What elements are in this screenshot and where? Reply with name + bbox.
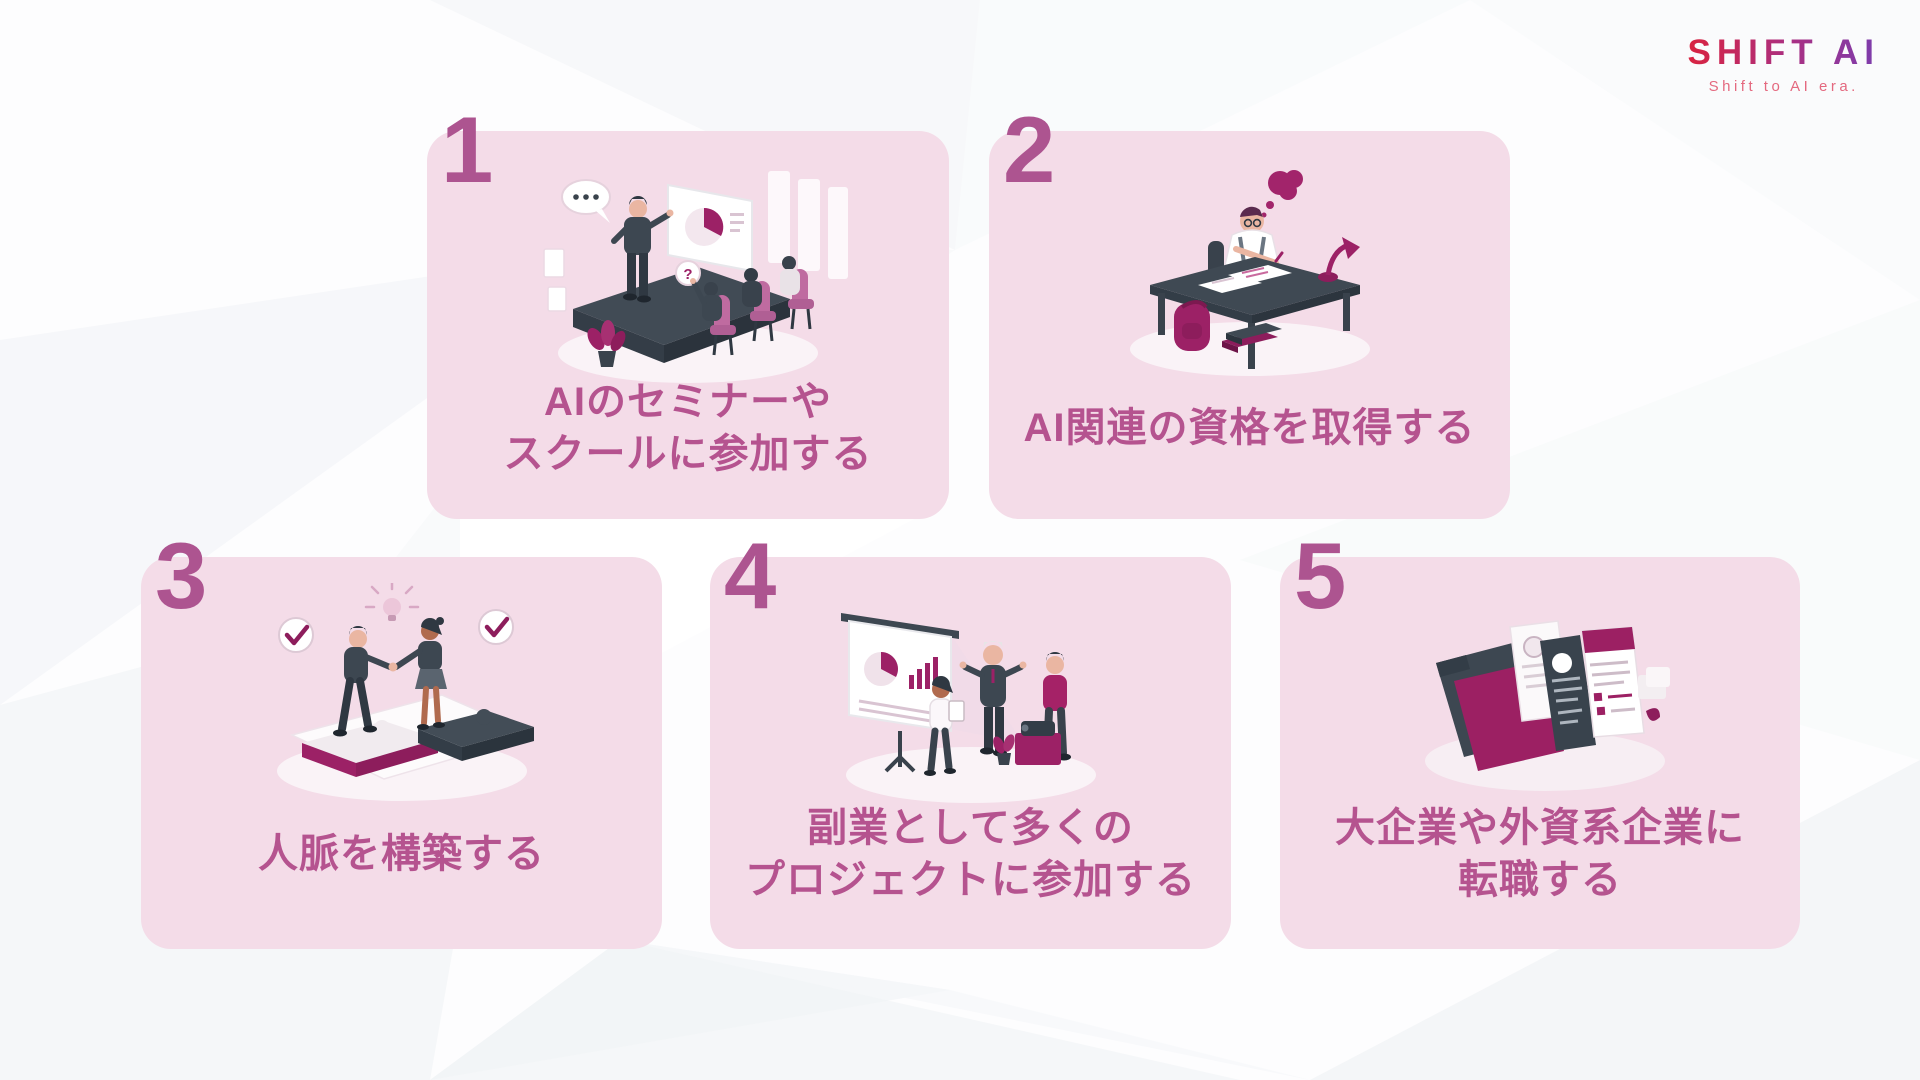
woman-right [392,617,447,730]
plant [587,320,626,367]
projector-box [1014,721,1061,765]
presenter-man [959,641,1026,757]
puzzle-piece-right [417,709,534,761]
card-5-title-line-2: 転職する [1458,858,1622,902]
man-left [332,626,393,737]
papers-on-desk [1197,265,1292,293]
windows [543,171,848,312]
card-2: 2 [989,103,1510,519]
card-1-title-line-1: AIのセミナーや [544,380,832,424]
card-3-number: 3 [155,523,208,628]
presenter [611,196,674,303]
card-5-title: 大企業や外資系企業に 転職する [1290,795,1790,913]
audience [690,256,814,356]
card-4-title-line-2: プロジェクトに参加する [745,858,1196,902]
card-5-number: 5 [1294,523,1347,628]
ai-seminar-illustration: ? [543,171,848,383]
card-2-title-line-1: AI関連の資格を取得する [1023,406,1476,450]
plant-pot [992,734,1015,765]
book-stack [1221,323,1282,353]
svg-text:?: ? [683,266,692,283]
shift-ai-logo: SHIFT AI Shift to AI era. [1687,33,1880,95]
resume-magenta-header [1581,626,1645,738]
card-3: 3 [141,529,662,949]
side-project-presentation-illustration [840,613,1096,803]
card-1: 1 [427,103,949,519]
card-2-title: AI関連の資格を取得する [999,369,1500,487]
woman-with-tablet [923,676,965,776]
check-bubble-left [277,617,314,653]
resume-dark-card [1540,635,1596,751]
desk-lamp [1317,237,1360,282]
question-bubble: ? [675,260,701,286]
card-4-title: 副業として多くの プロジェクトに参加する [720,795,1221,913]
shift-ai-logo-text: SHIFT AI [1687,33,1880,72]
handshake-network-illustration [276,583,536,801]
card-1-title-line-2: スクールに参加する [503,432,873,476]
whiteboard [667,183,753,273]
lightbulb [364,583,419,621]
card-5-title-line-1: 大企業や外資系企業に [1335,806,1745,850]
card-2-number: 2 [1003,97,1056,202]
backpack [1173,300,1210,351]
shift-ai-logo-tagline: Shift to AI era. [1708,78,1859,95]
card-3-title: 人脈を構築する [151,795,652,913]
card-4-title-line-1: 副業として多くの [807,806,1134,850]
paper-cube [1638,667,1670,699]
speech-bubble [561,179,611,223]
card-4: 4 [710,529,1231,949]
card-5: 5 [1280,529,1800,949]
thought-bubble [1261,170,1303,218]
card-3-title-line-1: 人脈を構築する [258,832,545,876]
leaf-accent [1646,708,1660,721]
card-1-title: AIのセミナーや スクールに参加する [437,369,939,487]
card-4-number: 4 [724,523,777,628]
study-certification-illustration [1129,170,1370,376]
handshake [388,662,397,672]
presentation-screen [840,613,959,773]
puzzle-piece-left [301,720,438,777]
card-1-number: 1 [441,97,494,202]
check-bubble-right [477,609,514,645]
resume-documents-illustration [1425,620,1670,791]
